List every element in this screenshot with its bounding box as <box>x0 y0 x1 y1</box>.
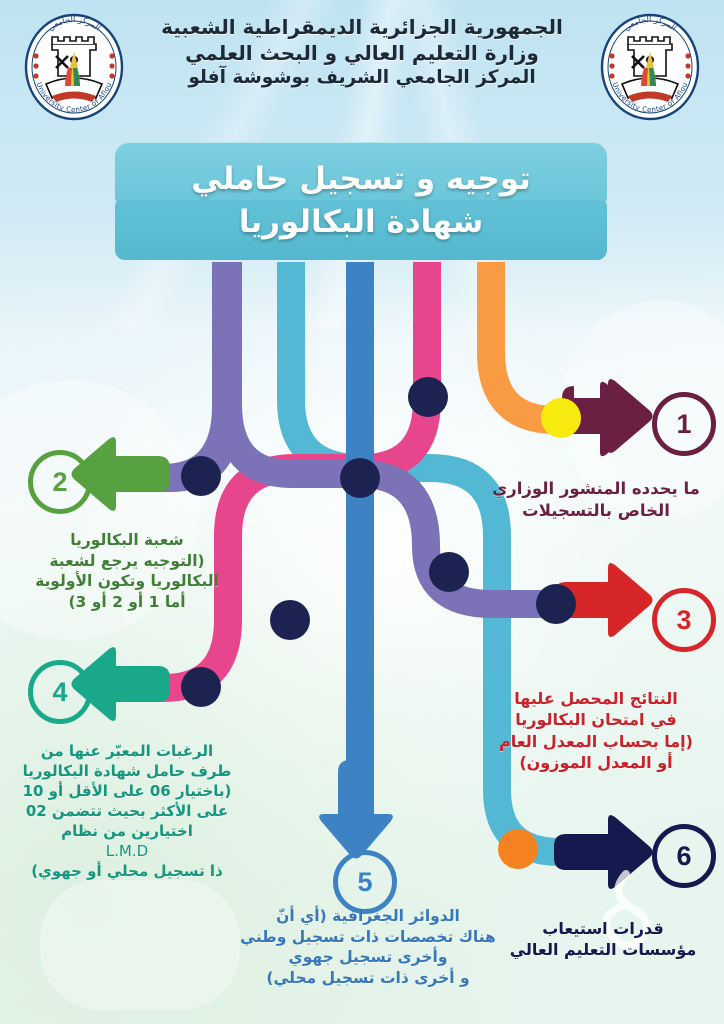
node-branch-1-yellow <box>541 398 581 438</box>
caption-branch-3-line-4: أو المعدل الموزون) <box>519 752 673 772</box>
node-junction-purple-mid <box>340 458 380 498</box>
caption-branch-4-line-2: طرف حامل شهادة البكالوريا <box>22 761 232 780</box>
poster-header: المركز الجامعي University Center of Aflo… <box>0 0 724 140</box>
title-plaque-upper <box>115 142 607 204</box>
node-junction-pink-lower <box>270 600 310 640</box>
caption-branch-3-line-3: (إما بحساب المعدل العام <box>499 731 693 751</box>
title-plaque-lower <box>115 200 607 260</box>
caption-branch-3-line-2: في امتحان البكالوريا <box>515 710 677 730</box>
caption-branch-2-line-4: أما 1 أو 2 أو 3) <box>68 592 186 611</box>
node-junction-purple-s <box>429 552 469 592</box>
university-seal-right: المركز الجامعي University Center of Aflo… <box>598 12 702 122</box>
caption-branch-6-line-1: قدرات استيعاب <box>542 919 664 938</box>
ministry-line-3: المركز الجامعي الشريف بوشوشة آفلو <box>188 67 536 88</box>
title-line-2: شهادة البكالوريا <box>238 204 484 240</box>
title-line-1: توجيه و تسجيل حاملي <box>191 161 531 198</box>
caption-branch-4-lmd: L.M.D <box>105 841 149 860</box>
node-branch-4-navy <box>181 667 221 707</box>
caption-branch-4-line-1: الرغبات المعبّر عنها من <box>40 742 214 760</box>
caption-branch-1-line-2: الخاص بالتسجيلات <box>522 500 670 520</box>
badge-branch-6-label: 6 <box>676 840 692 871</box>
caption-branch-5: الدوائر الجغرافية (أي أنّ هناك تخصصات ذا… <box>222 906 514 988</box>
badge-branch-4-label: 4 <box>52 676 68 707</box>
node-junction-pink-upper <box>408 377 448 417</box>
arrow-branch-4 <box>71 647 170 721</box>
decorative-loop <box>601 870 652 950</box>
caption-branch-4-line-4: على الأكثر بحيث تتضمن 02 <box>25 801 229 820</box>
caption-branch-5-line-1: الدوائر الجغرافية (أي أنّ <box>276 907 460 925</box>
ministry-line-1: الجمهورية الجزائرية الديمقراطية الشعبية <box>161 15 563 39</box>
poster-title-plaque: توجيه و تسجيل حاملي شهادة البكالوريا <box>115 142 607 260</box>
badge-branch-1: 1 <box>652 392 716 456</box>
arrow-branch-1 <box>554 379 653 457</box>
caption-branch-1: ما يحدده المنشور الوزاري الخاص بالتسجيلا… <box>480 478 712 522</box>
background-blob-left <box>0 380 200 640</box>
badge-branch-5-label: 5 <box>357 866 373 897</box>
node-branch-2-navy <box>181 456 221 496</box>
caption-branch-5-line-2: هناك تخصصات ذات تسجيل وطني <box>240 927 496 946</box>
badge-branch-2: 2 <box>28 450 92 514</box>
caption-branch-6-line-2: مؤسسات التعليم العالي <box>509 940 697 960</box>
badge-branch-2-label: 2 <box>52 466 68 497</box>
badge-branch-5: 5 <box>333 850 397 914</box>
caption-branch-4: الرغبات المعبّر عنها من طرف حامل شهادة ا… <box>4 742 250 882</box>
arrow-branch-3 <box>554 563 653 637</box>
caption-branch-6: قدرات استيعاب مؤسسات التعليم العالي <box>490 918 716 961</box>
badge-branch-4: 4 <box>28 660 92 724</box>
arrow-branch-5 <box>319 760 393 859</box>
node-branch-6-orange <box>498 829 538 869</box>
university-seal-left: المركز الجامعي University Center of Aflo… <box>22 12 126 122</box>
badge-branch-3-label: 3 <box>676 604 692 635</box>
caption-branch-2-line-1: شعبة البكالوريا <box>70 531 184 549</box>
caption-branch-4-line-3: (باختيار 06 على الأقل أو 10 <box>22 781 232 800</box>
caption-branch-5-line-4: و أخرى ذات تسجيل محلي) <box>266 968 470 987</box>
ministry-heading: الجمهورية الجزائرية الديمقراطية الشعبية … <box>150 14 574 90</box>
caption-branch-4-line-7: ذا تسجيل محلي أو جهوي) <box>31 861 223 880</box>
badge-branch-1-label: 1 <box>676 408 692 439</box>
background-blob-bottom <box>40 880 240 1010</box>
caption-branch-2-line-2: (التوجيه يرجع لشعبة <box>49 551 205 570</box>
node-branch-3-navy <box>536 584 576 624</box>
caption-branch-1-line-1: ما يحدده المنشور الوزاري <box>492 479 700 498</box>
caption-branch-2-line-3: البكالوريا وتكون الأولوية <box>35 572 219 591</box>
caption-branch-3-line-1: النتائج المحصل عليها <box>514 689 678 708</box>
arrow-branch-6 <box>554 815 653 889</box>
caption-branch-4-line-5: اختيارين من نظام <box>61 821 193 840</box>
caption-branch-2: شعبة البكالوريا (التوجيه يرجع لشعبة البك… <box>8 530 246 612</box>
caption-branch-3: النتائج المحصل عليها في امتحان البكالوري… <box>476 688 716 773</box>
arrow-branch-2 <box>71 437 170 511</box>
badge-branch-3: 3 <box>652 588 716 652</box>
badge-branch-6: 6 <box>652 824 716 888</box>
caption-branch-5-line-3: وأخرى تسجيل جهوي <box>288 948 448 967</box>
page-title: توجيه و تسجيل حاملي شهادة البكالوريا <box>115 142 607 260</box>
purple-pipe-descend <box>140 262 240 492</box>
ministry-line-2: وزارة التعليم العالي و البحث العلمي <box>185 41 539 65</box>
